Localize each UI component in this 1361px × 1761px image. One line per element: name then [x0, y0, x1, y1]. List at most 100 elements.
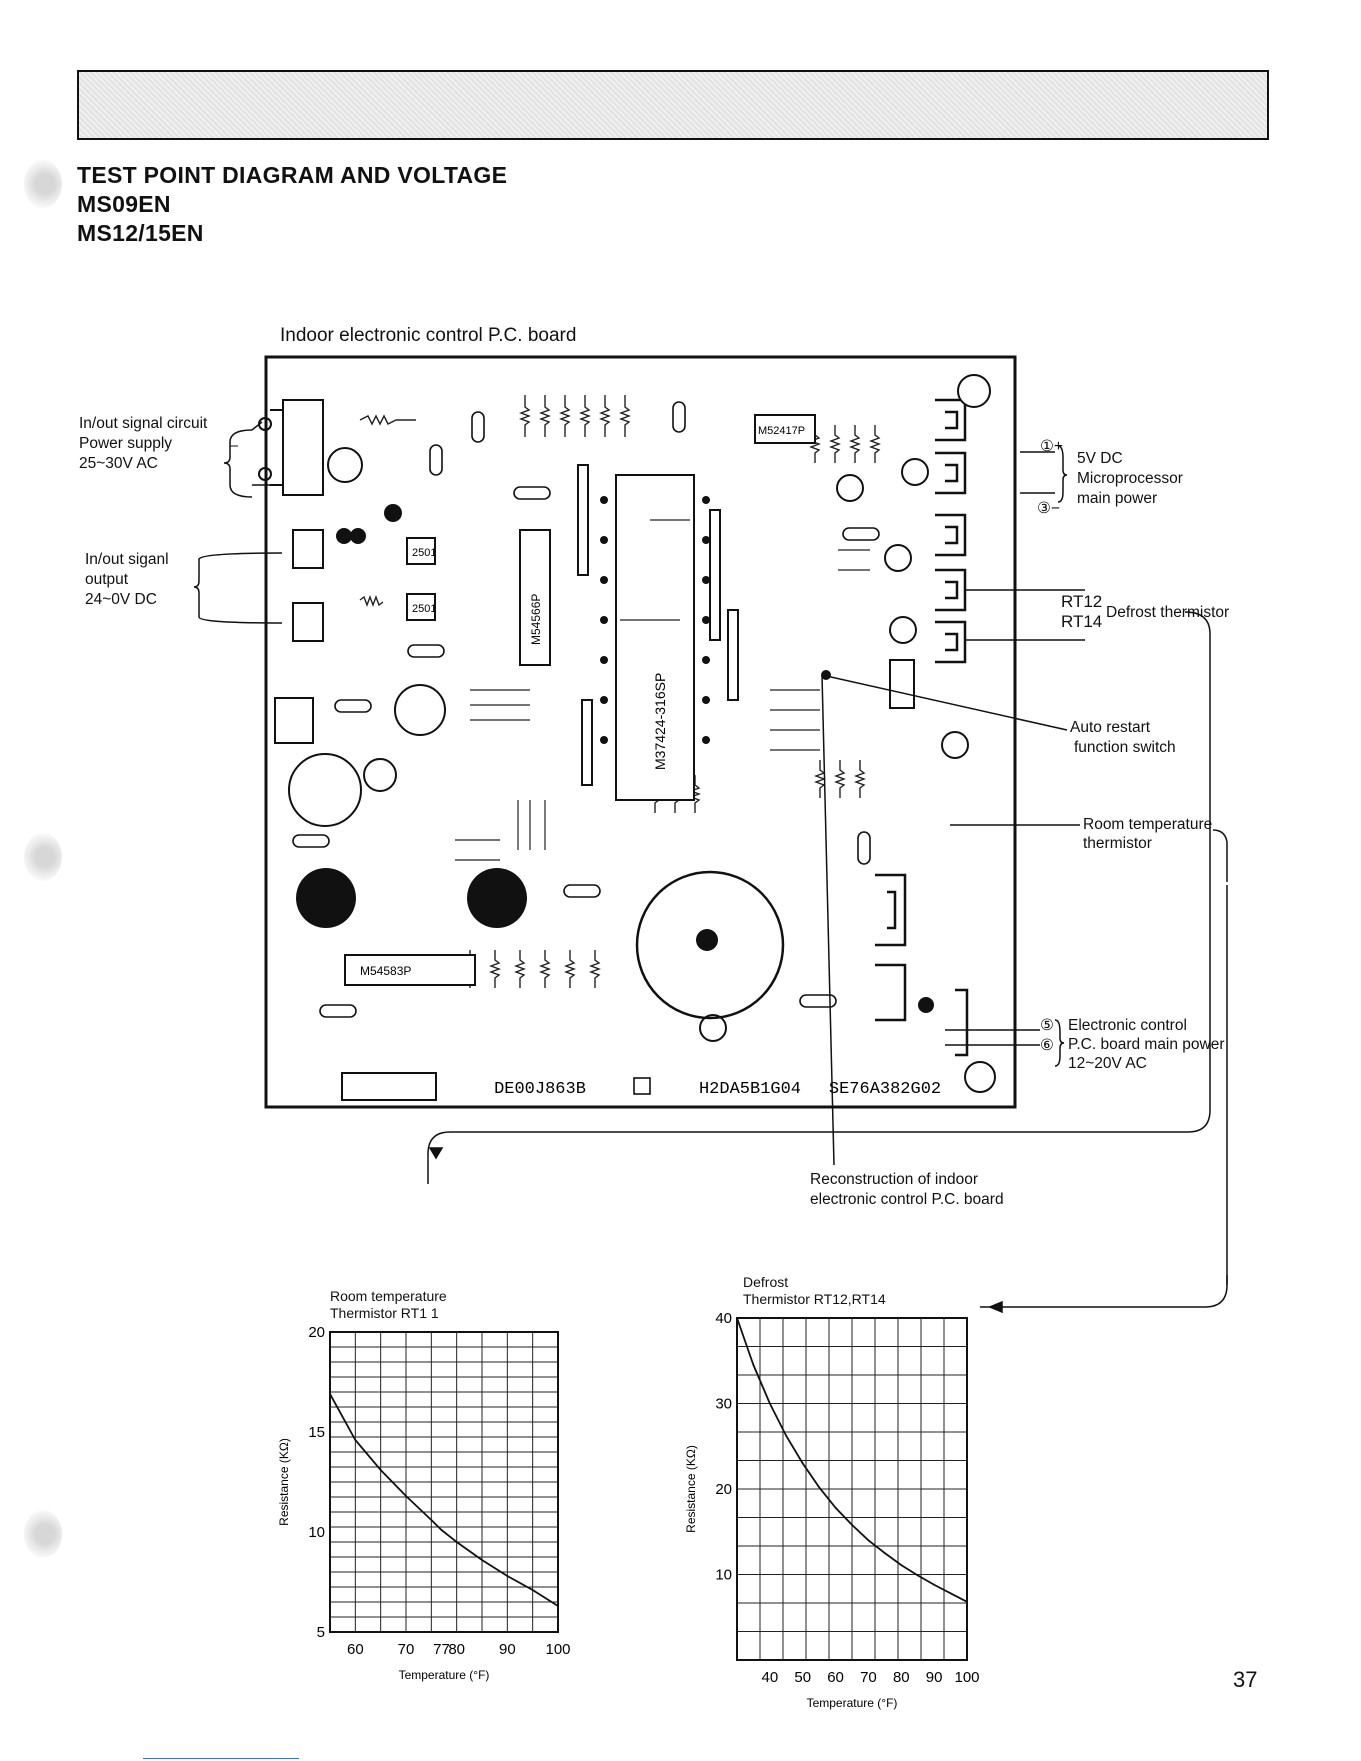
code-marker	[633, 1077, 651, 1095]
ic-bottom-code: M54583P	[360, 964, 411, 978]
auto-restart-label-2: function switch	[1074, 739, 1176, 756]
chart2-title-1: Defrost	[743, 1274, 789, 1290]
chart2-point	[736, 1317, 738, 1319]
chart2-x-tick: 90	[926, 1669, 943, 1686]
ic-main-pins	[600, 496, 710, 744]
chart2-point	[785, 1435, 788, 1437]
buzzer	[635, 870, 785, 1020]
page-number: 37	[1233, 1667, 1258, 1692]
signal-circuit-label-1: In/out signal circuit	[79, 415, 208, 432]
defrost-thermistor-label: Defrost thermistor	[1106, 604, 1230, 621]
rt12-label: RT12	[1061, 592, 1103, 611]
signal-output-label-2: output	[85, 571, 129, 588]
chart2-x-tick: 70	[860, 1669, 877, 1686]
chart1-xlabel: Temperature (°F)	[399, 1668, 490, 1682]
micro-plus: ①+	[1040, 438, 1063, 455]
chart1-ylabel: Resistance (KΩ)	[277, 1438, 291, 1526]
signal-circuit-label-3: 25~30V AC	[79, 455, 158, 472]
power-marker-5: ⑤	[1040, 1017, 1054, 1034]
chart2-point	[752, 1364, 755, 1366]
chart1-y-tick: 20	[308, 1324, 325, 1341]
ic-secondary: M54566P	[519, 529, 551, 666]
chart2-point	[867, 1539, 870, 1542]
power-marker-6: ⑥	[1040, 1037, 1054, 1054]
chart2-point	[933, 1583, 936, 1586]
model-ms12-15en: MS12/15EN	[77, 220, 204, 246]
chart2-y-tick: 20	[715, 1481, 732, 1498]
chart1-title-1: Room temperature	[330, 1288, 447, 1304]
chart1-point	[379, 1469, 382, 1471]
footer-line	[143, 1758, 299, 1759]
chart2-point	[949, 1592, 952, 1595]
chart2-x-tick: 60	[827, 1669, 844, 1686]
chart2-title-2: Thermistor RT12,RT14	[743, 1291, 886, 1307]
signal-circuit-label-2: Power supply	[79, 435, 173, 452]
micro-label-1: 5V DC	[1077, 450, 1123, 467]
reconstruction-label-1: Reconstruction of indoor	[810, 1171, 979, 1188]
chart2-point	[834, 1506, 837, 1509]
header-banner	[77, 70, 1269, 140]
main-power-label-1: Electronic control	[1068, 1017, 1187, 1034]
signal-output-label-1: In/out siganl	[85, 551, 169, 568]
reconstruction-label-2: electronic control P.C. board	[810, 1191, 1004, 1208]
chart2-point	[768, 1402, 771, 1405]
chart1-x-tick: 77	[433, 1641, 450, 1658]
connector-cn130	[258, 399, 324, 496]
ic-top-code: M52417P	[758, 425, 805, 437]
chart1-point	[430, 1519, 433, 1521]
page-title: TEST POINT DIAGRAM AND VOLTAGE	[77, 162, 508, 188]
chart2-point	[966, 1600, 968, 1603]
punch-hole	[24, 160, 62, 208]
chart2-point	[916, 1574, 919, 1577]
leader-lines	[193, 421, 1228, 1314]
room-temp-label-1: Room temperature	[1083, 816, 1213, 833]
chart2-x-tick: 40	[762, 1669, 779, 1686]
ic-main: M37424-316SP	[615, 474, 695, 801]
svg-text:2501: 2501	[412, 603, 436, 615]
chart1-x-tick: 80	[448, 1641, 465, 1658]
strip-components	[577, 464, 915, 786]
chart2-y-tick: 10	[715, 1567, 732, 1584]
output-blocks	[274, 529, 436, 744]
right-connectors	[875, 398, 969, 1057]
chart2-ylabel: Resistance (KΩ)	[684, 1445, 698, 1533]
chart2-point	[883, 1552, 886, 1555]
chart1-x-tick: 100	[545, 1641, 570, 1658]
auto-restart-label-1: Auto restart	[1070, 719, 1151, 736]
pcb-code-middle: H2DA5B1G04	[699, 1080, 801, 1099]
chart2-x-tick: 50	[794, 1669, 811, 1686]
rt14-label: RT14	[1061, 612, 1103, 631]
chart1-point	[329, 1393, 331, 1395]
micro-minus: ③−	[1037, 500, 1060, 517]
chart1-point	[405, 1495, 407, 1497]
pcb-code-left: DE00J863B	[494, 1080, 586, 1099]
chart1-y-tick: 5	[317, 1624, 325, 1641]
ic-secondary-code: M54566P	[529, 594, 543, 645]
chart2-xlabel: Temperature (°F)	[807, 1696, 898, 1710]
chart1-point	[557, 1605, 559, 1607]
chart1-point	[455, 1541, 458, 1543]
chart1-x-tick: 90	[499, 1641, 516, 1658]
chart2-y-tick: 30	[715, 1396, 732, 1413]
ic-bottom: M54583P	[344, 954, 476, 986]
chart1-x-tick: 70	[398, 1641, 415, 1658]
chart1-y-tick: 15	[308, 1424, 325, 1441]
chart1-point	[531, 1589, 534, 1591]
model-ms09en: MS09EN	[77, 191, 171, 217]
chart1-point	[506, 1575, 509, 1577]
punch-hole	[24, 833, 62, 881]
chart2-point	[851, 1524, 853, 1526]
chart2-point	[801, 1462, 804, 1465]
main-power-label-3: 12~20V AC	[1068, 1055, 1147, 1072]
traces	[455, 519, 870, 861]
room-temp-label-2: thermistor	[1083, 835, 1152, 852]
micro-label-2: Microprocessor	[1077, 470, 1183, 487]
capacitors	[288, 374, 996, 1093]
punch-hole	[24, 1510, 62, 1558]
ic-main-code: M37424-316SP	[652, 673, 668, 770]
chart2-x-tick: 80	[893, 1669, 910, 1686]
chart2-point	[900, 1564, 903, 1566]
